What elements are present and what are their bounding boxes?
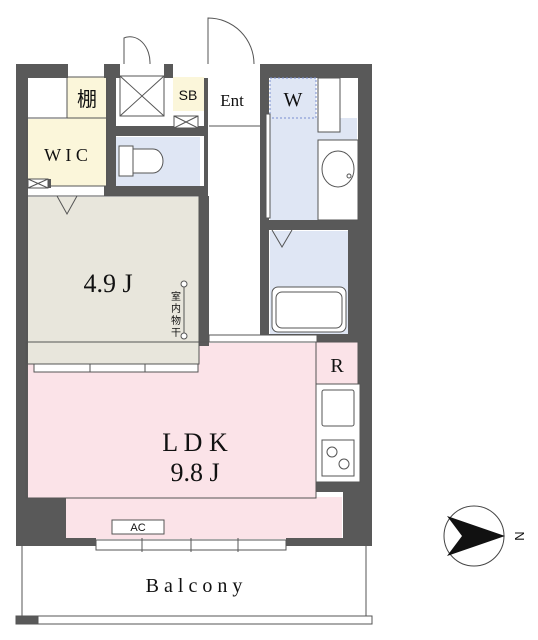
corridor-door-track (208, 334, 318, 343)
door-western-indicator (56, 195, 78, 216)
washer-label: W (284, 89, 303, 111)
compass-north-label: N (512, 531, 527, 540)
shelf-label: 棚 (77, 88, 97, 111)
wall-wic-right (106, 78, 116, 188)
indoor-drying-pole (180, 280, 188, 340)
closet-door-track (33, 363, 199, 373)
ldk-floor-lower (66, 497, 342, 539)
wall-western-right (199, 196, 209, 346)
entrance-label: Ent (220, 91, 244, 110)
aircon-unit (111, 519, 165, 535)
indoor-drying-char-3: 物 (171, 314, 181, 327)
wall-bath-divider (269, 220, 359, 230)
wic-label: W I C (44, 145, 88, 165)
washer-pan (269, 77, 317, 119)
washbasin-drain (346, 173, 352, 179)
indoor-drying-label: 室 内 物 干 (171, 290, 181, 339)
wall-western-top (104, 186, 208, 196)
burner-1 (326, 446, 338, 458)
shelf-outline (66, 76, 108, 119)
wall-top-mid (104, 64, 120, 78)
balcony-label: B a l c o n y (146, 575, 243, 597)
wall-right (358, 64, 372, 546)
wall-top-left (16, 64, 68, 78)
wic-floor (27, 119, 106, 186)
toilet-bowl (132, 148, 164, 174)
wall-kitchen-bottom (316, 482, 360, 492)
wall-bath-right (348, 228, 360, 338)
indoor-drying-char-4: 干 (171, 328, 181, 339)
wall-column-right (343, 482, 372, 546)
wall-left (16, 64, 28, 546)
bathtub-inner (275, 291, 343, 329)
wall-wet-divider (260, 78, 269, 340)
shelf-floor (67, 77, 106, 119)
wall-toilet-top (116, 126, 204, 136)
kitchen-sink (321, 389, 355, 427)
indoor-drying-char-1: 室 (171, 290, 181, 303)
storage-shelf (317, 77, 341, 133)
refrigerator-label: R (330, 355, 344, 377)
wall-bottom-right (286, 538, 372, 546)
balcony (15, 538, 373, 625)
door-bath-indicator (271, 229, 293, 248)
cooktop (321, 439, 355, 477)
balcony-rail-end (15, 615, 39, 625)
indoor-drying-char-2: 内 (171, 302, 181, 315)
door-entrance-swing (207, 17, 255, 65)
compass-arrow-icon (447, 516, 505, 556)
compass: N (443, 505, 527, 567)
pipe-shaft-cross-2 (119, 75, 165, 117)
burner-2 (338, 458, 350, 470)
doors (56, 17, 293, 248)
ldk-size: 9.8 J (170, 458, 219, 487)
wall-corridor (204, 78, 208, 196)
inspection-hatch-cross-2 (173, 115, 199, 129)
western-room-floor (27, 197, 199, 364)
western-room-size: 4.9 J (83, 269, 132, 298)
aircon-label: AC (130, 522, 145, 534)
wic-hatch-cross-2 (27, 178, 49, 189)
sb-floor (173, 77, 204, 111)
toilet-tank (118, 145, 134, 177)
sb-label: SB (179, 87, 198, 103)
balcony-rail (15, 615, 373, 625)
ldk-label: L D K (162, 428, 228, 457)
door-shelf-swing (123, 36, 151, 65)
washroom-door-jamb (265, 113, 271, 219)
washbasin-bowl (321, 150, 355, 188)
fixtures (27, 75, 361, 535)
wall-bottom-left (16, 538, 96, 546)
wall-top-duct (164, 64, 173, 78)
wall-top-right (260, 64, 372, 78)
